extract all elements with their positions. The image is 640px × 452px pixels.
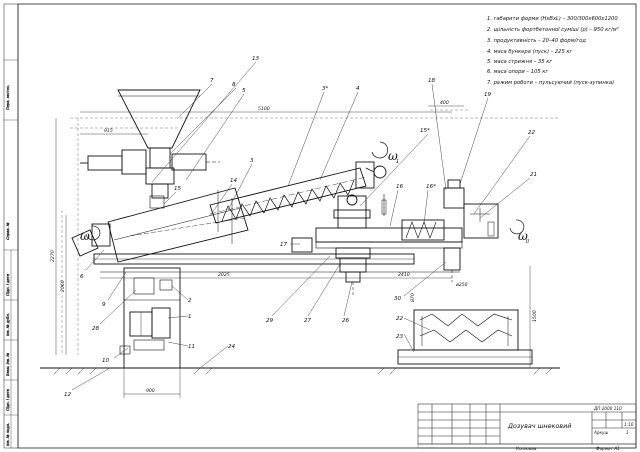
drawing-title: Дозувач шнековий: [507, 422, 571, 430]
callout-15: 15: [174, 186, 182, 192]
spec-line-7: 7. режим роботи – пульсуючий (пуск-зупин…: [487, 80, 614, 86]
callout-28: 28: [92, 326, 100, 332]
callout-14: 14: [230, 178, 238, 184]
drawing-code: ДП 2000 110: [593, 406, 622, 411]
callout-8: 8: [232, 82, 236, 88]
title-block: [417, 403, 637, 449]
spec-line-4: 4. маса бункера (пуск) – 225 кг: [487, 49, 573, 55]
callout-16-star: 16*: [426, 184, 436, 190]
callout-19: 19: [484, 92, 492, 98]
dimension-values: 5100 915 400 2270 2060 2025 2410 ø250 15…: [50, 100, 538, 394]
dim-2410: 2410: [398, 272, 410, 278]
callout-13: 13: [252, 56, 260, 62]
mold-form: [397, 309, 533, 365]
side-stamp-2: Справ. №: [6, 222, 10, 240]
copied-label: Копіював: [516, 446, 537, 451]
callouts: 13 7 8 5 3* 4 18 19 22 15* 21 15 14 3 16…: [64, 56, 537, 398]
rotary-arm: [291, 179, 499, 282]
callout-27: 27: [304, 318, 312, 324]
callout-24: 24: [228, 344, 236, 350]
dim-900: 900: [146, 388, 155, 394]
callout-17: 17: [280, 242, 288, 248]
dim-1500: 1500: [532, 310, 538, 322]
support-column: [116, 267, 190, 369]
rotation-labels: ω 1 ω II ω: [80, 149, 529, 245]
dim-height-2270: 2270: [50, 250, 56, 262]
leader-lines: [71, 61, 531, 391]
dim-400: 400: [440, 100, 449, 106]
callout-1: 1: [188, 314, 192, 320]
spec-line-2: 2. щільність фортбетонної суміші (ρ) – 9…: [487, 27, 619, 33]
callout-9: 9: [102, 302, 106, 308]
spec-line-5: 5. маса стрижня – 35 кг: [487, 59, 552, 65]
callout-21: 21: [530, 172, 537, 178]
machine-drawing: [40, 89, 560, 375]
format-label: Формат А1: [596, 446, 620, 451]
dimensions: [55, 105, 531, 398]
omega-symbol-2: ω: [518, 229, 528, 243]
callout-22-form: 22: [396, 316, 404, 322]
side-stamp-6: Підп. і дата: [6, 389, 10, 411]
dimension-extension-lines: [61, 109, 560, 355]
side-stamp-1: Перв. застос.: [6, 85, 10, 110]
omega-subscript-1: 1: [396, 159, 399, 165]
callout-23: 23: [396, 334, 404, 340]
callout-29: 29: [266, 318, 274, 324]
turntable: [335, 247, 371, 296]
callout-4: 4: [356, 86, 360, 92]
callout-16: 16: [396, 184, 404, 190]
upper-feed-unit: [80, 149, 220, 175]
dim-diameter: ø250: [455, 282, 468, 288]
callout-3: 3: [250, 158, 254, 164]
callout-7: 7: [210, 78, 214, 84]
main-frame: [93, 253, 460, 273]
spec-line-6: 6. маса опори – 105 кг: [487, 69, 548, 75]
side-stamp-3: Підп. і дата: [6, 274, 10, 296]
sheets-total: 1: [626, 430, 629, 435]
callout-2: 2: [188, 298, 192, 304]
callout-15-star: 15*: [420, 128, 430, 134]
inclined-screw-conveyor: [209, 161, 387, 224]
side-stamp-4: Інв. № дубл.: [6, 313, 10, 336]
callout-30: 30: [394, 296, 402, 302]
omega-symbol-1: ω: [388, 149, 398, 163]
dim-870: 870: [410, 293, 416, 302]
callout-22: 22: [528, 130, 536, 136]
callout-3-star: 3*: [322, 86, 329, 92]
omega-symbol-3: ω: [80, 229, 90, 243]
specifications: 1. габарити форми (НхВхL) – 300/300х600х…: [487, 16, 619, 86]
callout-10: 10: [102, 358, 110, 364]
side-stamp-5: Взам. інв. №: [6, 353, 10, 376]
callout-12: 12: [64, 392, 72, 398]
dim-height-2060: 2060: [60, 280, 66, 292]
callout-11: 11: [188, 344, 195, 350]
side-stamp: Перв. застос. Справ. № Підп. і дата Інв.…: [4, 59, 18, 448]
spec-line-3: 3. продуктивність – 20–40 форм/год: [487, 38, 586, 44]
lower-trough: [71, 187, 249, 263]
sheet-label: Аркуш: [593, 430, 609, 435]
ground-line: [40, 367, 560, 375]
omega-subscript-2: II: [526, 239, 529, 245]
spec-line-1: 1. габарити форми (НхВхL) – 300/300х600х…: [487, 16, 618, 22]
callout-26: 26: [342, 318, 350, 324]
dim-overall-length: 5100: [258, 106, 270, 112]
callout-6: 6: [80, 274, 84, 280]
dim-2025: 2025: [218, 272, 230, 278]
dim-915: 915: [104, 128, 113, 134]
callout-5: 5: [242, 88, 246, 94]
title-block-text: Дозувач шнековий ДП 2000 110 1:10 Аркуш …: [507, 406, 634, 451]
hopper: [117, 89, 201, 199]
side-stamp-7: Інв. № подл.: [6, 423, 10, 446]
callout-18: 18: [428, 78, 436, 84]
rotation-marks: [85, 141, 525, 241]
drawing-scale: 1:10: [624, 422, 634, 427]
